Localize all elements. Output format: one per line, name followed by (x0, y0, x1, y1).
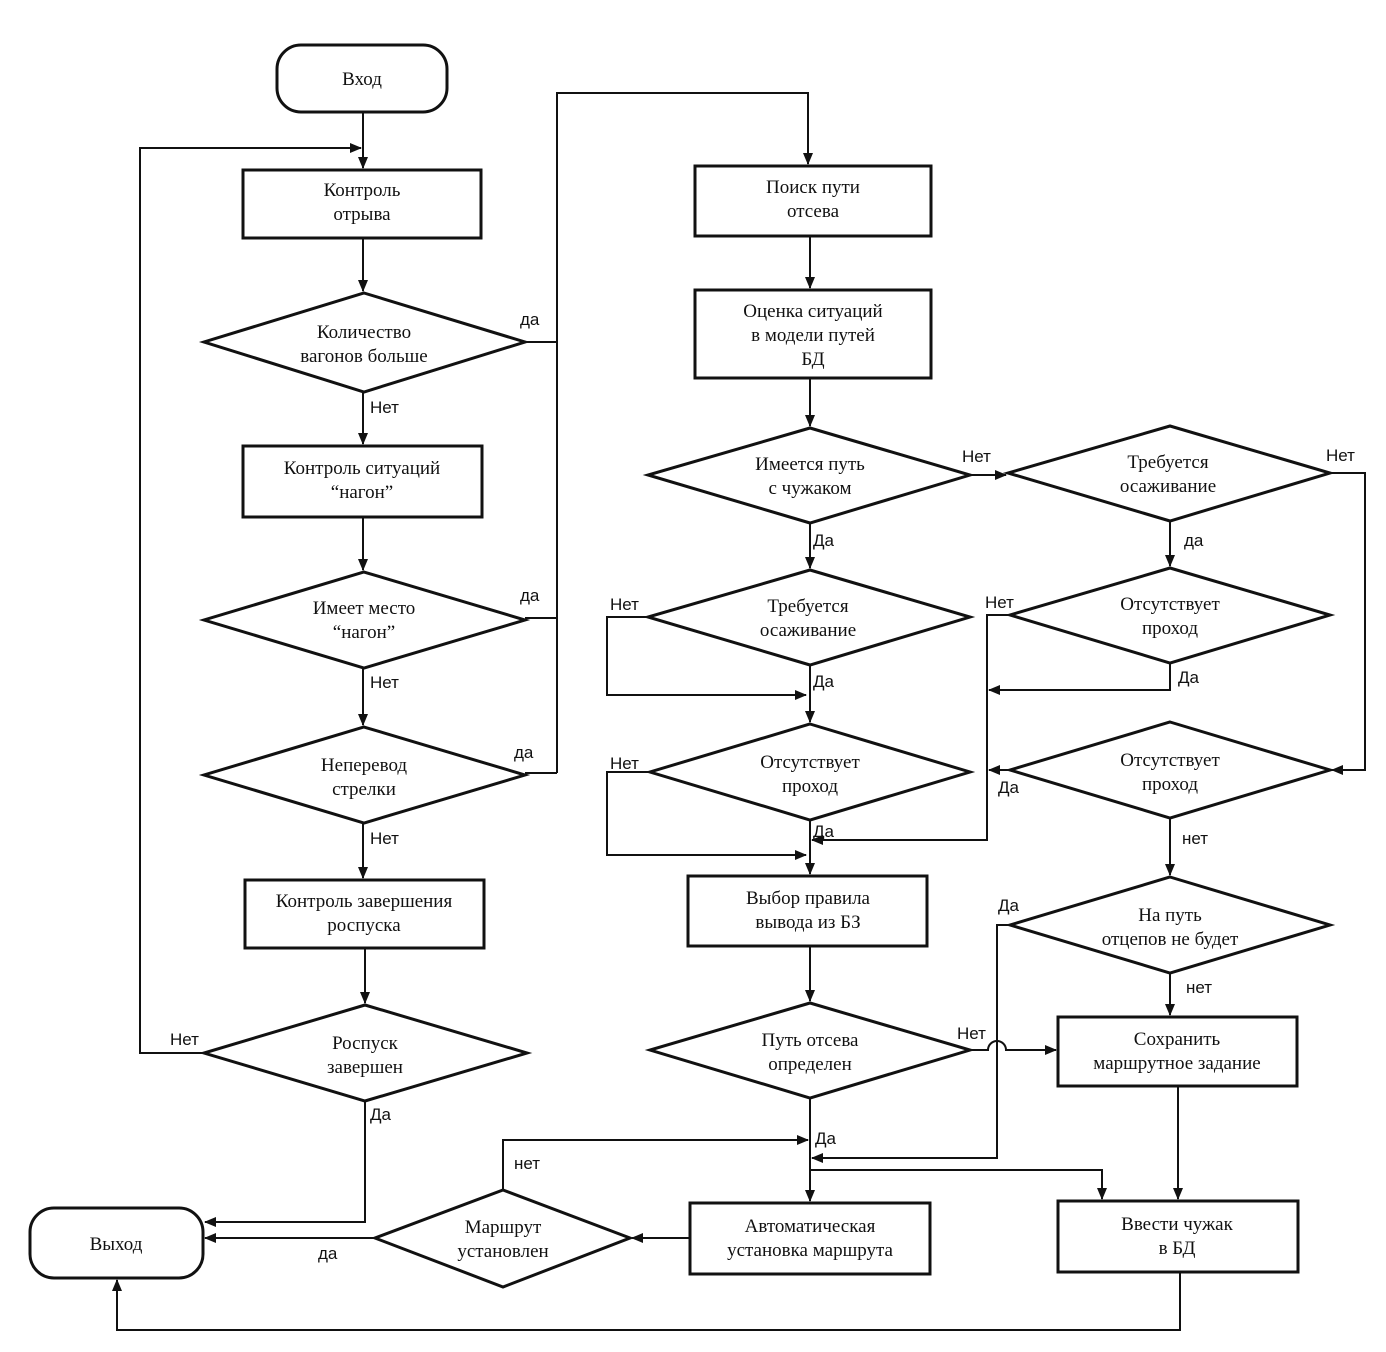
decision-no-pass-right-2: Отсутствует проход (1004, 720, 1336, 820)
node-text: Контроль (324, 180, 401, 201)
node-text: установка маршрута (727, 1240, 893, 1261)
node-text: стрелки (332, 779, 396, 800)
decision-backup-needed-left: Требуется осаживание (642, 568, 976, 667)
decision-finished: Роспуск завершен (198, 1003, 533, 1103)
node-text: На путь (1138, 905, 1202, 926)
node-text: Оценка ситуаций (743, 301, 882, 322)
node-text: определен (768, 1054, 852, 1075)
node-text: вагонов больше (300, 346, 428, 367)
node-text: Выход (90, 1234, 143, 1255)
process-choose-rule: Выбор правила вывода из БЗ (686, 874, 929, 948)
label-no: Нет (370, 398, 399, 417)
node-text: “нагон” (331, 482, 393, 503)
decision-has-foreign: Имеется путь с чужаком (642, 426, 976, 525)
decision-backup-needed-right: Требуется осаживание (1002, 424, 1336, 523)
label-no: Нет (985, 593, 1014, 612)
node-text: в БД (1159, 1238, 1196, 1259)
node-text: Требуется (767, 596, 848, 617)
node-text: осаживание (1120, 476, 1216, 497)
label-yes: Да (813, 822, 835, 841)
start-terminal: Вход (275, 43, 449, 114)
node-text: Автоматическая (745, 1216, 876, 1237)
node-text: Сохранить (1134, 1029, 1221, 1050)
process-auto-route: Автоматическая установка маршрута (688, 1201, 932, 1276)
decision-no-pass-left: Отсутствует проход (644, 722, 976, 822)
label-yes: да (514, 743, 534, 762)
node-text: установлен (457, 1241, 548, 1262)
node-text: Имеет место (313, 598, 416, 619)
decision-catchup-occurs: Имеет место “нагон” (198, 570, 531, 670)
label-no: Нет (610, 754, 639, 773)
decision-no-cuts: На путь отцепов не будет (1004, 875, 1336, 975)
label-yes: да (520, 586, 540, 605)
node-text: Контроль ситуаций (284, 458, 440, 479)
node-text: завершен (327, 1057, 403, 1078)
label-no: нет (1186, 978, 1212, 997)
node-text: Ввести чужак (1121, 1214, 1233, 1235)
label-no: Нет (370, 673, 399, 692)
node-text: отцепов не будет (1102, 929, 1239, 950)
node-text: Вход (342, 69, 382, 90)
node-text: Путь отсева (762, 1030, 860, 1051)
label-yes: да (318, 1244, 338, 1263)
branch-labels: да Нет да Нет да Нет Нет Да Нет Да Нет д… (170, 310, 1355, 1263)
node-text: отсева (787, 201, 840, 222)
label-no: Нет (170, 1030, 199, 1049)
label-yes: Да (815, 1129, 837, 1148)
process-evaluate: Оценка ситуаций в модели путей БД (693, 288, 933, 380)
node-text: БД (801, 349, 824, 370)
label-no: нет (1182, 829, 1208, 848)
node-text: Роспуск (332, 1033, 399, 1054)
decision-track-defined: Путь отсева определен (644, 1001, 976, 1100)
node-text: Отсутствует (1120, 750, 1220, 771)
node-text: Отсутствует (1120, 594, 1220, 615)
process-control-finish: Контроль завершения роспуска (243, 878, 486, 950)
node-text: проход (1142, 618, 1198, 639)
node-text: Выбор правила (746, 888, 871, 909)
node-text: Маршрут (465, 1217, 542, 1238)
label-no: Нет (962, 447, 991, 466)
process-search-track: Поиск пути отсева (693, 164, 933, 238)
label-no: Нет (957, 1024, 986, 1043)
node-text: Имеется путь (755, 454, 865, 475)
node-text: осаживание (760, 620, 856, 641)
exit-terminal: Выход (28, 1206, 205, 1280)
node-text: роспуска (327, 915, 401, 936)
node-text: маршрутное задание (1093, 1053, 1260, 1074)
process-control-catchup: Контроль ситуаций “нагон” (241, 444, 484, 519)
label-yes: Да (813, 672, 835, 691)
node-text: Количество (317, 322, 411, 343)
label-no: нет (514, 1154, 540, 1173)
node-text: отрыва (333, 204, 391, 225)
label-yes: да (520, 310, 540, 329)
label-yes: да (1184, 531, 1204, 550)
node-text: Поиск пути (766, 177, 860, 198)
node-text: Отсутствует (760, 752, 860, 773)
label-yes: Да (998, 778, 1020, 797)
label-no: Нет (370, 829, 399, 848)
node-text: с чужаком (769, 478, 852, 499)
label-yes: Да (1178, 668, 1200, 687)
node-text: вывода из БЗ (755, 912, 860, 933)
node-text: Контроль завершения (276, 891, 453, 912)
connectors (112, 92, 1366, 1331)
decision-switch-fail: Неперевод стрелки (198, 725, 531, 825)
label-no: Нет (610, 595, 639, 614)
node-text: проход (1142, 774, 1198, 795)
node-text: проход (782, 776, 838, 797)
decision-no-pass-right-1: Отсутствует проход (1004, 566, 1336, 665)
label-yes: Да (370, 1105, 392, 1124)
label-yes: Да (998, 896, 1020, 915)
decision-route-set: Маршрут установлен (370, 1188, 635, 1289)
node-text: в модели путей (751, 325, 875, 346)
node-text: Требуется (1127, 452, 1208, 473)
label-no: Нет (1326, 446, 1355, 465)
process-enter-foreign: Ввести чужак в БД (1056, 1199, 1300, 1274)
decision-cars-more: Количество вагонов больше (198, 291, 531, 394)
label-yes: Да (813, 531, 835, 550)
process-control-break: Контроль отрыва (241, 168, 483, 240)
node-text: “нагон” (333, 622, 395, 643)
node-text: Неперевод (321, 755, 407, 776)
process-save-route: Сохранить маршрутное задание (1056, 1015, 1299, 1088)
